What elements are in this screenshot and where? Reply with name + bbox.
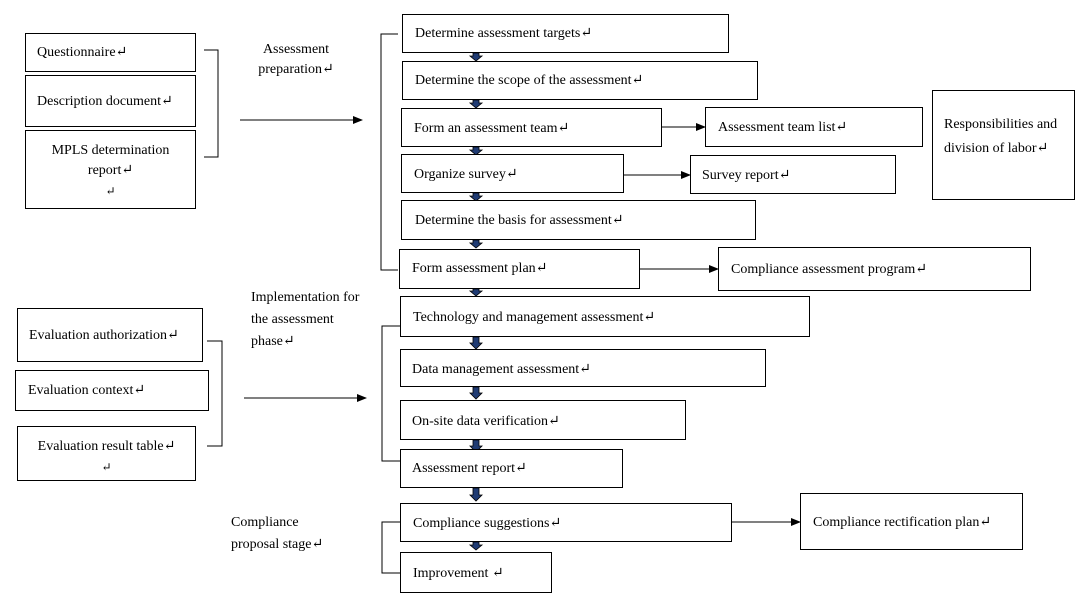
- step-technology-management: Technology and management assessment↵: [400, 296, 810, 337]
- input-label-extra: ↵: [105, 184, 116, 198]
- input-box-mpls-report: MPLS determination report↵ ↵: [25, 130, 196, 209]
- bracket-impl-steps: [381, 325, 400, 462]
- input-label: Questionnaire↵: [37, 45, 128, 60]
- step-label: Assessment report↵: [412, 461, 527, 476]
- bracket-prep-inputs: [204, 49, 219, 158]
- output-label: Responsibilities and division of labor↵: [944, 117, 1058, 156]
- down-arrow-6: [468, 288, 484, 297]
- input-label: Evaluation result table↵: [37, 439, 176, 454]
- step-label: Organize survey↵: [414, 167, 518, 182]
- step-form-plan: Form assessment plan↵: [399, 249, 640, 289]
- input-label: Evaluation context↵: [28, 383, 146, 398]
- down-arrow-1: [468, 52, 484, 62]
- bracket-prep-steps: [380, 33, 398, 271]
- step-label: On-site data verification↵: [412, 414, 560, 429]
- step-assessment-report: Assessment report↵: [400, 449, 623, 488]
- input-box-description-document: Description document↵: [25, 75, 196, 127]
- output-compliance-program: Compliance assessment program↵: [718, 247, 1031, 291]
- down-arrow-2: [468, 99, 484, 109]
- input-box-evaluation-context: Evaluation context↵: [15, 370, 209, 411]
- output-label: Assessment team list↵: [718, 120, 848, 135]
- step-label: Determine the basis for assessment↵: [415, 213, 624, 228]
- output-rectification-plan: Compliance rectification plan↵: [800, 493, 1023, 550]
- output-label: Survey report↵: [702, 168, 791, 183]
- down-arrow-5: [468, 239, 484, 249]
- bracket-impl-inputs: [207, 340, 223, 447]
- step-label: Data management assessment↵: [412, 362, 591, 377]
- step-form-team: Form an assessment team↵: [401, 108, 662, 147]
- down-arrow-4: [468, 192, 484, 202]
- output-label: Compliance assessment program↵: [731, 262, 928, 277]
- output-responsibilities: Responsibilities and division of labor↵: [932, 90, 1075, 200]
- down-arrow-7: [469, 336, 483, 350]
- step-determine-basis: Determine the basis for assessment↵: [401, 200, 756, 240]
- step-determine-targets: Determine assessment targets↵: [402, 14, 729, 53]
- down-arrow-8: [469, 386, 483, 400]
- output-team-list: Assessment team list↵: [705, 107, 923, 147]
- phase-label-compliance: Compliance proposal stage↵: [231, 515, 324, 552]
- step-label: Improvement ↵: [413, 566, 504, 581]
- input-box-questionnaire: Questionnaire↵: [25, 33, 196, 72]
- step-label: Determine assessment targets↵: [415, 26, 593, 41]
- down-arrow-3: [468, 146, 484, 156]
- input-label: MPLS determination report↵: [51, 143, 170, 178]
- phase-label-implementation: Implementation for the assessment phase↵: [251, 290, 360, 349]
- step-label: Determine the scope of the assessment↵: [415, 73, 644, 88]
- bracket-comp-steps: [381, 521, 400, 574]
- input-label: Description document↵: [37, 94, 173, 109]
- step-compliance-suggestions: Compliance suggestions↵: [400, 503, 732, 542]
- phase-label-preparation: Assessment preparation↵: [258, 42, 334, 77]
- step-label: Form an assessment team↵: [414, 121, 570, 136]
- input-box-evaluation-result-table: Evaluation result table↵ ↵: [17, 426, 196, 481]
- output-survey-report: Survey report↵: [690, 155, 896, 194]
- step-determine-scope: Determine the scope of the assessment↵: [402, 61, 758, 100]
- step-improvement: Improvement ↵: [400, 552, 552, 593]
- step-label: Compliance suggestions↵: [413, 516, 562, 531]
- step-data-management: Data management assessment↵: [400, 349, 766, 387]
- step-label: Form assessment plan↵: [412, 261, 548, 276]
- input-box-evaluation-authorization: Evaluation authorization↵: [17, 308, 203, 362]
- output-label: Compliance rectification plan↵: [813, 515, 992, 530]
- down-arrow-11: [468, 541, 484, 551]
- step-organize-survey: Organize survey↵: [401, 154, 624, 193]
- input-label-extra: ↵: [101, 460, 112, 474]
- step-onsite-verification: On-site data verification↵: [400, 400, 686, 440]
- down-arrow-10: [469, 487, 483, 502]
- step-down-arrows: [468, 52, 484, 551]
- input-label: Evaluation authorization↵: [29, 328, 179, 343]
- step-label: Technology and management assessment↵: [413, 310, 656, 325]
